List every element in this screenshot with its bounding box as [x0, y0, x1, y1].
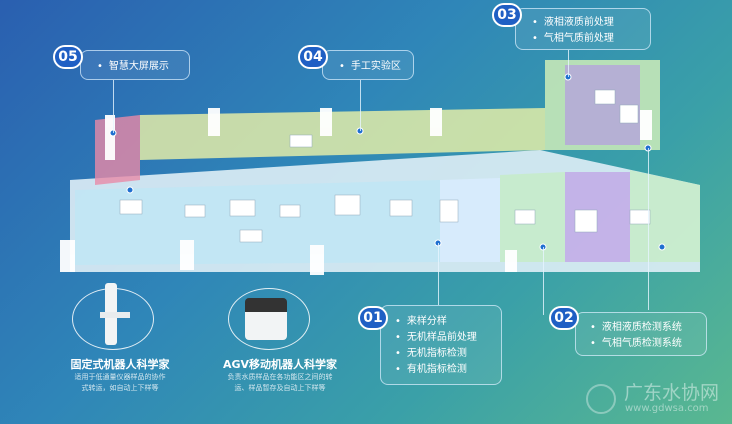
- callout-item: 液相液质前处理: [532, 15, 650, 31]
- agv-robot-image: [245, 298, 287, 340]
- callout-01: 来样分样 无机样品前处理 无机指标检测 有机指标检测: [380, 305, 502, 385]
- callout-number-03: 03: [492, 3, 522, 27]
- callout-item: 无机样品前处理: [395, 330, 501, 346]
- callout-item: 来样分样: [395, 314, 501, 330]
- callout-item: 无机指标检测: [395, 346, 501, 362]
- callout-number-02: 02: [549, 306, 579, 330]
- watermark-name: 广东水协网: [624, 382, 720, 404]
- robot-title: 固定式机器人科学家: [70, 358, 170, 371]
- robot-desc: 适用于低通量仪器样品的协作: [74, 373, 166, 381]
- callout-item: 气相气质检测系统: [590, 336, 706, 352]
- watermark-url: www.gdwsa.com: [625, 403, 709, 414]
- robot-title: AGV移动机器人科学家: [222, 358, 338, 371]
- callout-item: 手工实验区: [339, 59, 413, 75]
- callout-05: 智慧大屏展示: [80, 50, 190, 80]
- robot-desc: 负责水质样品在各功能区之间的转: [227, 373, 333, 381]
- callout-number-01: 01: [358, 306, 388, 330]
- callout-04: 手工实验区: [322, 50, 414, 80]
- agv-robot-caption: AGV移动机器人科学家 负责水质样品在各功能区之间的转 运、样品暂存及自动上下样…: [205, 356, 355, 394]
- fixed-robot-caption: 固定式机器人科学家 适用于低通量仪器样品的协作 式转运，如自动上下样等: [50, 356, 190, 394]
- callout-item: 气相气质前处理: [532, 31, 650, 47]
- callout-03: 液相液质前处理 气相气质前处理: [515, 8, 651, 50]
- callout-item: 智慧大屏展示: [97, 59, 189, 75]
- watermark-logo-icon: [586, 384, 616, 414]
- callout-02: 液相液质检测系统 气相气质检测系统: [575, 312, 707, 356]
- callout-item: 有机指标检测: [395, 362, 501, 378]
- agv-robot-ring: [228, 288, 310, 350]
- callout-number-05: 05: [53, 45, 83, 69]
- robot-desc: 式转运，如自动上下样等: [81, 384, 159, 392]
- callout-item: 液相液质检测系统: [590, 320, 706, 336]
- callout-number-04: 04: [298, 45, 328, 69]
- robot-desc: 运、样品暂存及自动上下样等: [234, 384, 326, 392]
- robot-arm: [100, 312, 130, 318]
